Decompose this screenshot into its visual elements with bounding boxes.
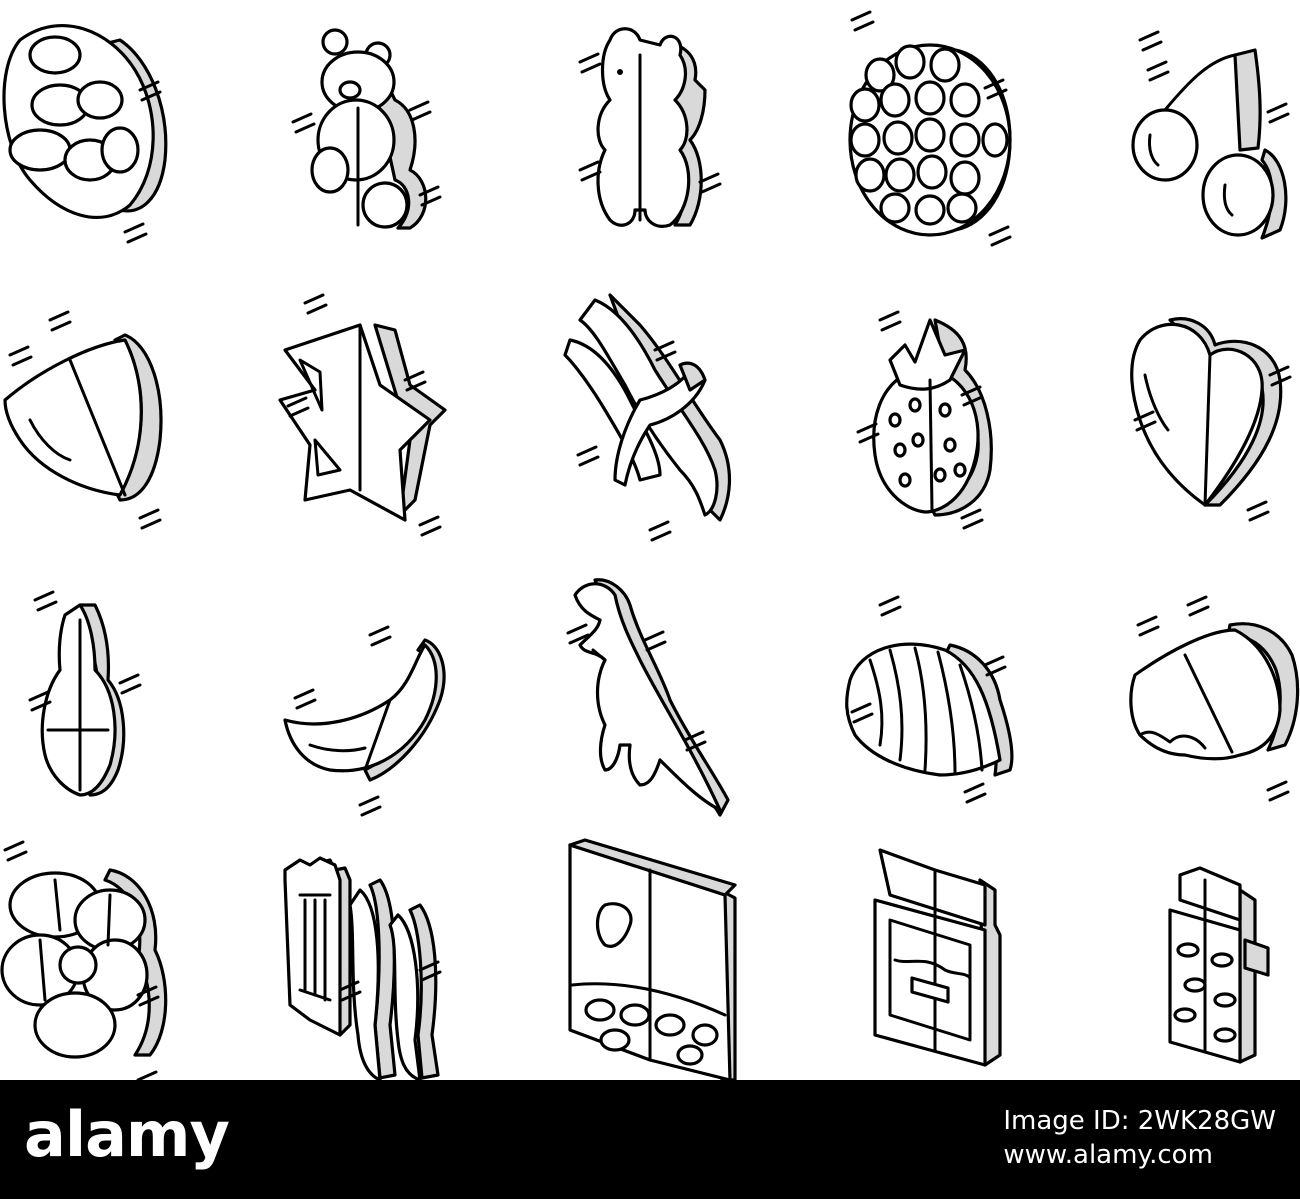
gummy-bear-icon <box>578 27 722 228</box>
illustration-sheet <box>0 10 1300 1080</box>
cherries-icon <box>1131 30 1290 240</box>
shell-icon <box>1129 595 1300 802</box>
icon-grid <box>0 10 1300 1080</box>
candy-strips-icon <box>283 856 442 1080</box>
heart-icon <box>1130 317 1292 522</box>
cola-bottle-icon <box>28 590 142 797</box>
gummy-worms-icon <box>563 293 731 542</box>
jelly-bean-pack-icon <box>1168 866 1270 1064</box>
candy-bag-icon <box>568 838 737 1080</box>
strawberry-icon <box>856 310 993 530</box>
raspberry-icon <box>848 10 1012 247</box>
jelly-beans-ring-icon <box>2 24 168 244</box>
image-id-label: Image ID: 2WK28GW <box>1003 1106 1276 1136</box>
orange-slice-icon <box>3 310 163 530</box>
dinosaur-icon <box>566 578 730 817</box>
candy-jar-icon <box>873 848 1002 1067</box>
stock-footer: alamy Image ID: 2WK28GW www.alamy.com <box>0 1080 1300 1199</box>
jelly-mold-icon <box>845 595 1014 804</box>
image-info: Image ID: 2WK28GW www.alamy.com <box>1003 1104 1276 1172</box>
alamy-logo: alamy <box>24 1098 230 1171</box>
sitting-bear-icon <box>291 28 442 230</box>
site-url: www.alamy.com <box>1003 1140 1213 1170</box>
flower-icon <box>0 840 168 1080</box>
star-icon <box>278 293 447 537</box>
banana-icon <box>283 625 446 817</box>
